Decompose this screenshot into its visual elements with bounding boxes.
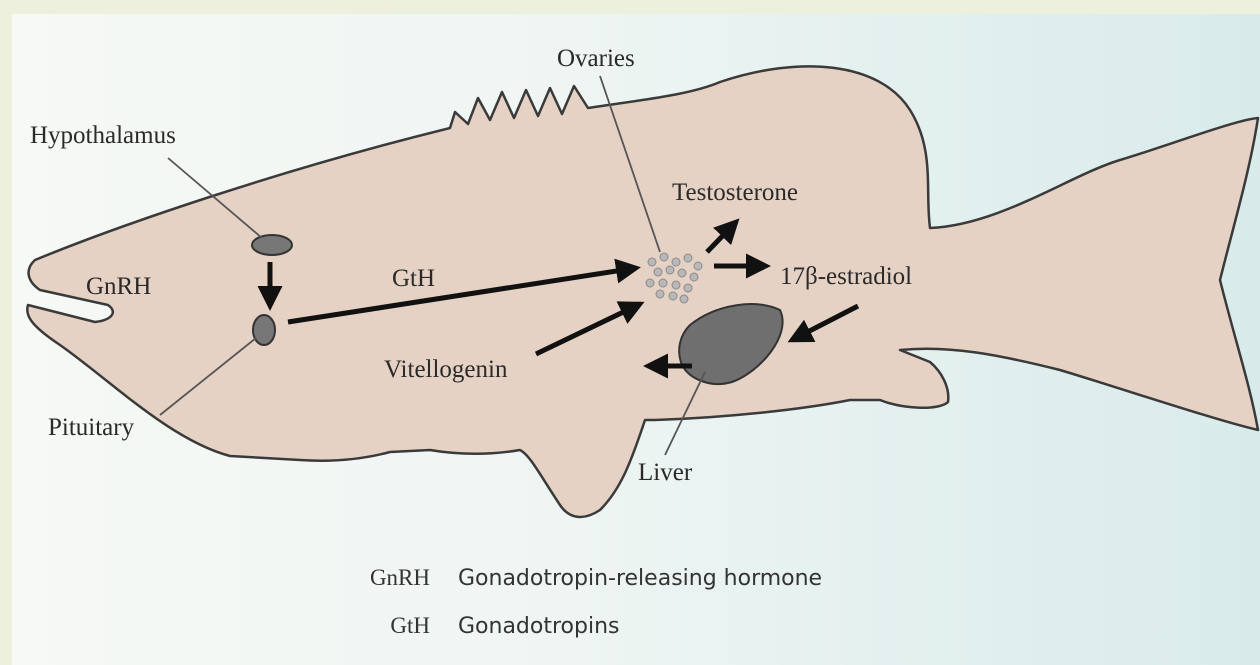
label-liver: Liver — [638, 459, 693, 486]
fish-body-outline — [27, 66, 1258, 517]
hypothalamus-organ — [252, 235, 292, 255]
label-ovaries: Ovaries — [557, 45, 635, 72]
label-vitellogenin: Vitellogenin — [384, 356, 508, 383]
legend-abbr-gnrh: GnRH — [370, 565, 430, 590]
legend-meaning-gth: Gonadotropins — [458, 614, 620, 639]
label-gth: GtH — [392, 265, 435, 292]
label-gnrh: GnRH — [86, 273, 151, 300]
legend-meaning-gnrh: Gonadotropin-releasing hormone — [458, 566, 822, 591]
label-hypothalamus: Hypothalamus — [30, 122, 176, 149]
label-pituitary: Pituitary — [48, 414, 135, 441]
label-testosterone: Testosterone — [672, 179, 798, 206]
label-estradiol: 17β-estradiol — [780, 263, 912, 290]
legend-abbr-gth: GtH — [390, 613, 430, 638]
legend: GnRH Gonadotropin-releasing hormone GtH … — [370, 565, 822, 639]
pituitary-organ — [253, 315, 275, 345]
